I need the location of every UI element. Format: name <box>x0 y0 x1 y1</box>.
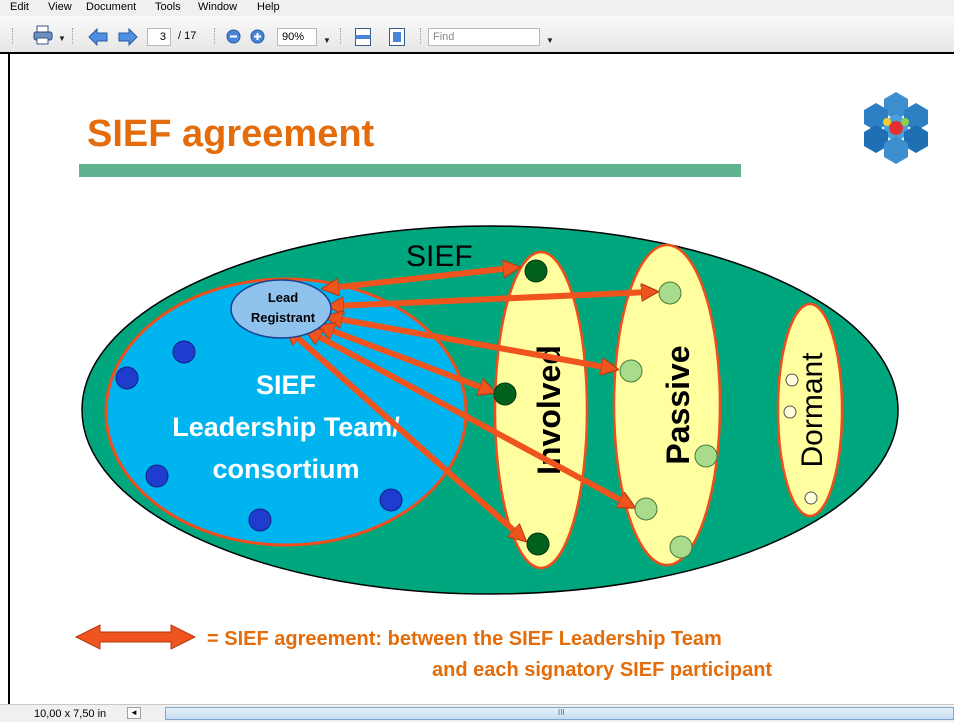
page-left-border <box>8 54 10 704</box>
zoom-in-icon[interactable] <box>250 29 265 44</box>
print-icon[interactable] <box>32 24 54 46</box>
agreement-arrow <box>335 292 650 306</box>
slide: SIEF agreement SIEF SIEF Leadership Team… <box>74 92 928 681</box>
team-member-dot <box>172 340 196 364</box>
lead-registrant-line1: Lead <box>268 290 298 305</box>
passive-participant-dot <box>634 497 658 521</box>
dormant-ellipse <box>776 302 844 518</box>
fit-page-icon[interactable] <box>388 27 406 47</box>
page-number-input[interactable]: 3 <box>147 28 171 46</box>
page-size-label: 10,00 x 7,50 in <box>34 708 107 720</box>
print-dropdown-icon[interactable]: ▼ <box>58 34 66 43</box>
back-arrow-icon[interactable] <box>88 28 108 46</box>
legend-line2: and each signatory SIEF participant <box>432 659 772 681</box>
team-member-dot <box>145 464 169 488</box>
team-label-line2: Leadership Team/ <box>172 412 400 442</box>
lead-registrant-line2: Registrant <box>251 310 316 325</box>
dormant-label: Dormant <box>796 352 829 468</box>
scroll-left-button[interactable]: ◄ <box>127 707 141 719</box>
passive-participant-dot <box>694 444 718 468</box>
menu-help[interactable]: Help <box>257 1 280 13</box>
menu-edit[interactable]: Edit <box>10 1 29 13</box>
agreement-arrows <box>292 268 650 536</box>
legend-arrow-icon <box>74 624 197 650</box>
toolbar-separator <box>340 28 343 44</box>
logo-icon <box>864 92 928 164</box>
title-rule <box>79 164 741 177</box>
passive-participant-dot <box>619 359 643 383</box>
page-total: / 17 <box>178 30 197 42</box>
find-input[interactable]: Find <box>428 28 540 46</box>
menu-bar: Edit View Document Tools Window Help <box>0 0 954 16</box>
zoom-dropdown-icon[interactable]: ▼ <box>323 36 331 45</box>
scroll-grip: III <box>558 708 565 717</box>
team-label-line1: SIEF <box>256 370 316 400</box>
forward-arrow-icon[interactable] <box>118 28 138 46</box>
passive-participant-dot <box>669 535 693 559</box>
involved-participant-dot <box>493 382 517 406</box>
dormant-participant-dot <box>783 405 797 419</box>
fit-width-icon[interactable] <box>354 27 372 47</box>
team-member-dot <box>115 366 139 390</box>
find-dropdown-icon[interactable]: ▼ <box>546 36 554 45</box>
toolbar: ▼ 3 / 17 90% ▼ Find ▼ <box>0 16 954 54</box>
menu-tools[interactable]: Tools <box>155 1 181 13</box>
horizontal-scrollbar-thumb[interactable]: III <box>165 707 954 720</box>
zoom-level-input[interactable]: 90% <box>277 28 317 46</box>
team-label-line3: consortium <box>212 454 359 484</box>
passive-label: Passive <box>660 345 696 464</box>
legend-line1: = SIEF agreement: between the SIEF Leade… <box>207 628 722 650</box>
slide-title: SIEF agreement <box>87 113 375 155</box>
toolbar-separator <box>12 28 15 44</box>
menu-document[interactable]: Document <box>86 1 137 13</box>
agreement-arrow <box>292 333 520 536</box>
team-member-dot <box>248 508 272 532</box>
involved-participant-dot <box>524 259 548 283</box>
team-member-dot <box>379 488 403 512</box>
status-bar: 10,00 x 7,50 in ◄ III <box>0 704 954 722</box>
menu-window[interactable]: Window <box>198 1 238 13</box>
sief-label: SIEF <box>406 240 473 273</box>
passive-participant-dot <box>658 281 682 305</box>
toolbar-separator <box>214 28 217 44</box>
menu-view[interactable]: View <box>48 1 72 13</box>
lead-registrant-ellipse <box>230 279 332 339</box>
toolbar-separator <box>420 28 423 44</box>
involved-participant-dot <box>526 532 550 556</box>
toolbar-separator <box>72 28 75 44</box>
dormant-participant-dot <box>785 373 799 387</box>
dormant-participant-dot <box>804 491 818 505</box>
zoom-out-icon[interactable] <box>226 29 241 44</box>
